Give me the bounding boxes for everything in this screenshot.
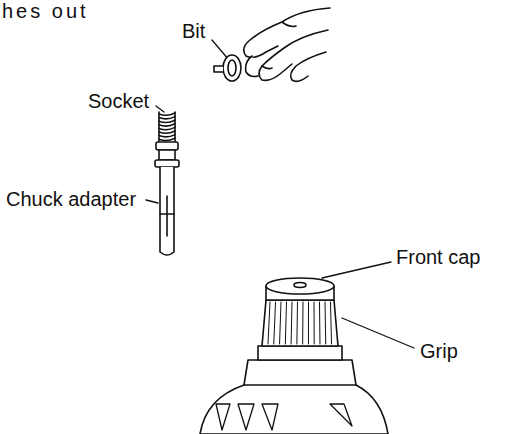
part-label: Chuck adapter: [6, 188, 136, 210]
part-label: Bit: [182, 20, 205, 42]
socket: [159, 112, 175, 142]
caption-fragment: hes out: [2, 0, 89, 22]
leader-lines: [146, 40, 414, 348]
driver-body: [200, 278, 388, 434]
hand: [244, 8, 330, 81]
part-label: Socket: [88, 90, 149, 112]
chuck-adapter: [155, 142, 179, 255]
part-label: Grip: [420, 340, 458, 362]
part-label: Front cap: [396, 246, 480, 268]
bit: [214, 55, 241, 81]
